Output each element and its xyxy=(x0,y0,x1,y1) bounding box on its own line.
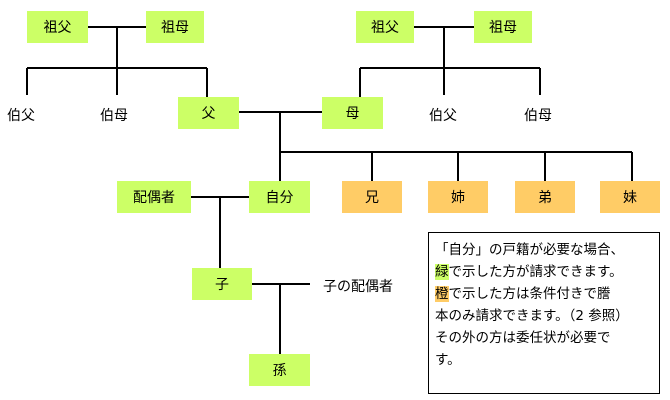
person-uncle-paternal: 伯父 xyxy=(7,108,35,124)
note-text: で示した方が請求できます。 xyxy=(448,264,623,280)
person-father: 父 xyxy=(178,97,239,129)
person-younger-sister: 妹 xyxy=(600,181,660,213)
note-line: 本のみ請求できます。（2 参照） xyxy=(435,308,629,324)
person-younger-brother: 弟 xyxy=(515,181,575,213)
note-line: す。 xyxy=(435,352,461,368)
legend-note: 「自分」の戸籍が必要な場合、 緑で示した方が請求できます。 橙で示した方は条件付… xyxy=(428,232,660,394)
person-aunt-maternal: 伯母 xyxy=(524,108,552,124)
person-grandchild: 孫 xyxy=(249,354,310,386)
person-child-spouse: 子の配偶者 xyxy=(323,279,393,295)
green-highlight: 緑 xyxy=(435,264,449,280)
person-grandmother-paternal: 祖母 xyxy=(146,11,204,43)
person-grandfather-paternal: 祖父 xyxy=(27,11,88,43)
person-older-sister: 姉 xyxy=(428,181,488,213)
note-text: で示した方は条件付きで謄 xyxy=(448,286,611,302)
person-uncle-maternal: 伯父 xyxy=(429,108,457,124)
person-aunt-paternal: 伯母 xyxy=(100,108,128,124)
person-spouse: 配偶者 xyxy=(117,181,191,213)
person-grandmother-maternal: 祖母 xyxy=(474,11,532,43)
note-line: その外の方は委任状が必要で xyxy=(435,330,611,346)
person-grandfather-maternal: 祖父 xyxy=(356,11,414,43)
person-mother: 母 xyxy=(322,97,383,129)
person-self: 自分 xyxy=(249,181,310,213)
note-line: 橙で示した方は条件付きで謄 xyxy=(435,283,653,305)
note-line: 「自分」の戸籍が必要な場合、 xyxy=(435,242,624,258)
person-child: 子 xyxy=(192,268,252,300)
orange-highlight: 橙 xyxy=(435,286,449,302)
note-line: 緑で示した方が請求できます。 xyxy=(435,261,653,283)
person-older-brother: 兄 xyxy=(342,181,402,213)
